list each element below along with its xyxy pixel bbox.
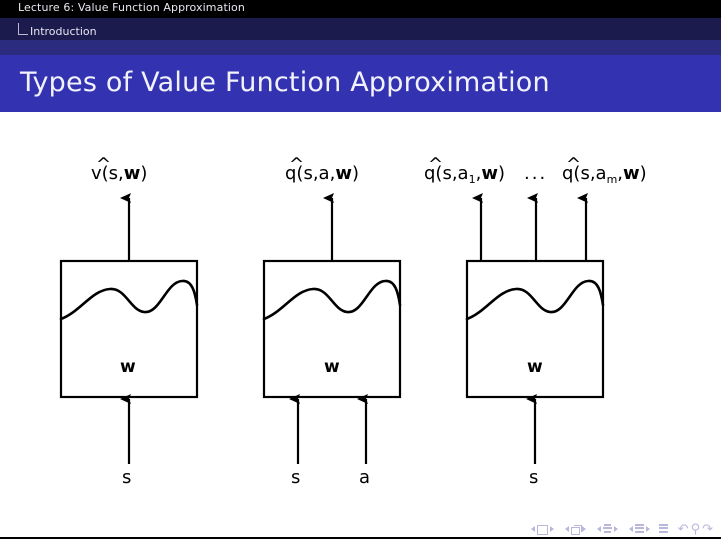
next-section-arrow-icon[interactable] [645,526,650,532]
back-arrow-icon[interactable]: ↶ [677,521,689,537]
history-navigation-group[interactable]: ↶ ⚲ ↷ [678,523,713,536]
ellipsis-between-outputs: ··· [524,168,548,189]
presentation-navigation-group[interactable] [658,523,668,535]
output-label-text: q(s,a1,w) [424,163,505,186]
output-label-action-last: ^ q(s,am,w) [562,156,647,186]
output-label-state-value: ^ v(s,w) [91,156,148,184]
header-subsection-bar [0,18,721,40]
output-label-text: q(s,a,w) [285,163,359,184]
header-accent-bar [0,40,721,55]
subsection-label: Introduction [30,25,97,38]
prev-frame-arrow-icon[interactable] [564,526,569,532]
weights-label-box3: w [527,357,543,377]
input-label-box3-s: s [529,467,539,488]
slide-canvas: ^ v(s,w) ^ q(s,a,w) ^ q(s,a1,w) ··· ^ q(… [0,112,721,516]
prev-section-arrow-icon[interactable] [628,526,633,532]
output-label-text: v(s,w) [91,163,148,184]
footer-divider [0,537,721,539]
frame-title-bar: Types of Value Function Approximation [0,55,721,112]
next-frame-arrow-icon[interactable] [581,526,586,532]
slide-glyph-icon[interactable] [536,524,548,535]
next-subsection-arrow-icon[interactable] [613,526,618,532]
subsection-glyph-icon[interactable] [602,523,612,535]
hat-accent-icon: ^ [96,154,112,175]
output-label-action-value: ^ q(s,a,w) [285,156,359,184]
forward-arrow-icon[interactable]: ↷ [702,521,713,537]
frame-glyph-icon[interactable] [570,524,582,535]
weights-label-box2: w [324,357,340,377]
header-lecture-bar: Lecture 6: Value Function Approximation [0,0,721,18]
slide-navigation-group[interactable] [529,524,556,535]
output-label-text: q(s,am,w) [562,163,647,186]
lecture-title: Lecture 6: Value Function Approximation [18,1,245,14]
tree-corner-icon [18,23,28,35]
next-slide-arrow-icon[interactable] [549,526,554,532]
input-label-box2-s: s [291,467,301,488]
function-curve-3 [465,279,605,321]
prev-subsection-arrow-icon[interactable] [596,526,601,532]
prev-slide-arrow-icon[interactable] [530,526,535,532]
hat-accent-icon: ^ [428,154,444,175]
subsection-breadcrumb[interactable]: Introduction [18,19,97,39]
network-diagrams-svg [59,193,605,464]
hat-accent-icon: ^ [289,154,305,175]
page-title: Types of Value Function Approximation [20,67,550,98]
weights-label-box1: w [120,357,136,377]
section-glyph-icon[interactable] [634,523,644,535]
function-curve-2 [262,279,402,321]
input-label-box2-a: a [359,467,371,488]
presentation-glyph-icon[interactable] [658,523,668,535]
hat-accent-icon: ^ [566,154,582,175]
network-box-3 [465,193,605,464]
function-curve-1 [59,279,199,321]
output-label-action-first: ^ q(s,a1,w) [424,156,505,186]
network-box-2 [262,193,402,464]
network-box-1 [59,193,199,464]
input-label-box1-s: s [122,467,132,488]
subsection-navigation-group[interactable] [595,523,620,535]
beamer-navigation-bar[interactable]: ↶ ⚲ ↷ [529,521,713,537]
frame-navigation-group[interactable] [563,524,588,535]
search-icon[interactable]: ⚲ [690,521,701,537]
section-navigation-group[interactable] [627,523,652,535]
